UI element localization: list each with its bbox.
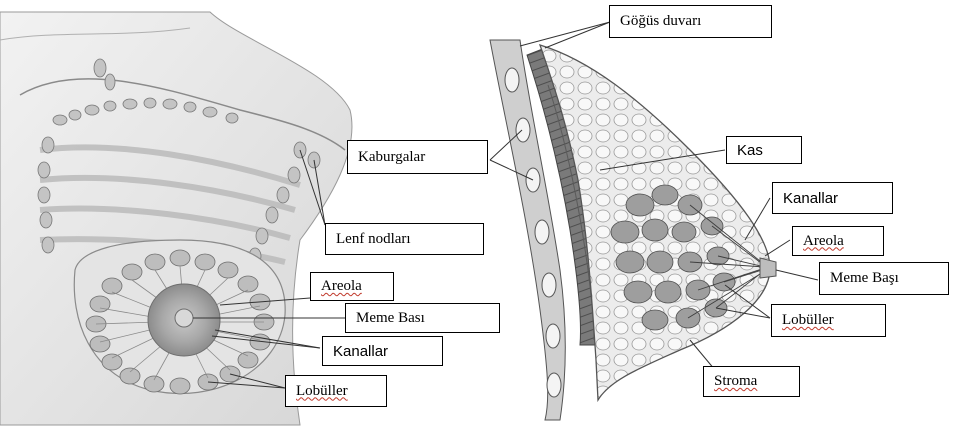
label-areola-left: Areola	[310, 272, 394, 301]
label-meme-basi-left: Meme Bası	[345, 303, 500, 333]
label-lobuller-left: Lobüller	[285, 375, 387, 407]
label-gogus-duvari: Göğüs duvarı	[609, 5, 772, 38]
label-areola-right: Areola	[792, 226, 884, 256]
label-lobuller-right: Lobüller	[771, 304, 886, 337]
label-kaburgalar: Kaburgalar	[347, 140, 488, 174]
nipple-profile	[760, 258, 776, 278]
frontal-view	[0, 12, 352, 425]
label-stroma: Stroma	[703, 366, 800, 397]
label-kanallar-right: Kanallar	[772, 182, 893, 214]
nipple	[175, 309, 193, 327]
sagittal-view	[490, 40, 776, 420]
label-kas: Kas	[726, 136, 802, 164]
label-kanallar-left: Kanallar	[322, 336, 443, 366]
label-meme-basi-right: Meme Başı	[819, 262, 949, 295]
label-lenf-nodlari: Lenf nodları	[325, 223, 484, 255]
